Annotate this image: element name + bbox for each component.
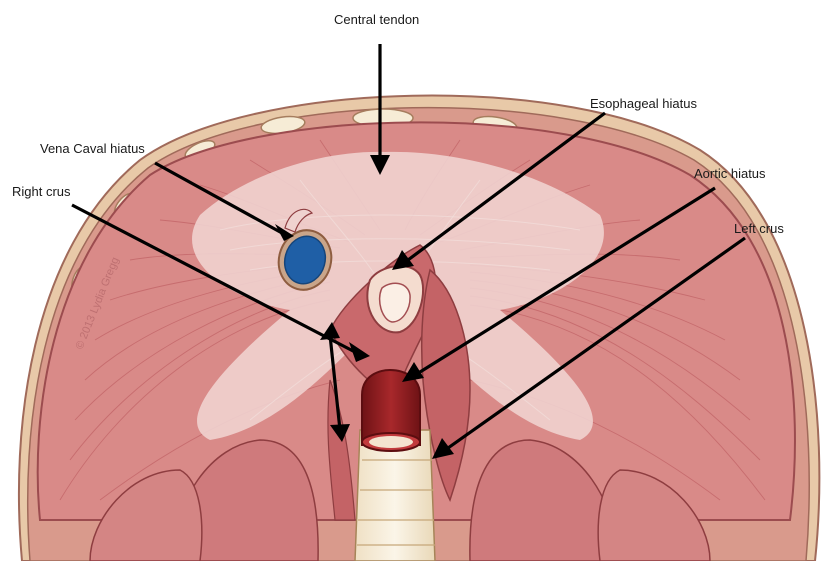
label-vena-caval-hiatus: Vena Caval hiatus <box>40 141 145 156</box>
label-esophageal-hiatus: Esophageal hiatus <box>590 96 697 111</box>
label-left-crus: Left crus <box>734 221 784 236</box>
label-right-crus: Right crus <box>12 184 71 199</box>
label-aortic-hiatus: Aortic hiatus <box>694 166 766 181</box>
label-central-tendon: Central tendon <box>334 12 419 27</box>
aorta <box>362 370 420 451</box>
